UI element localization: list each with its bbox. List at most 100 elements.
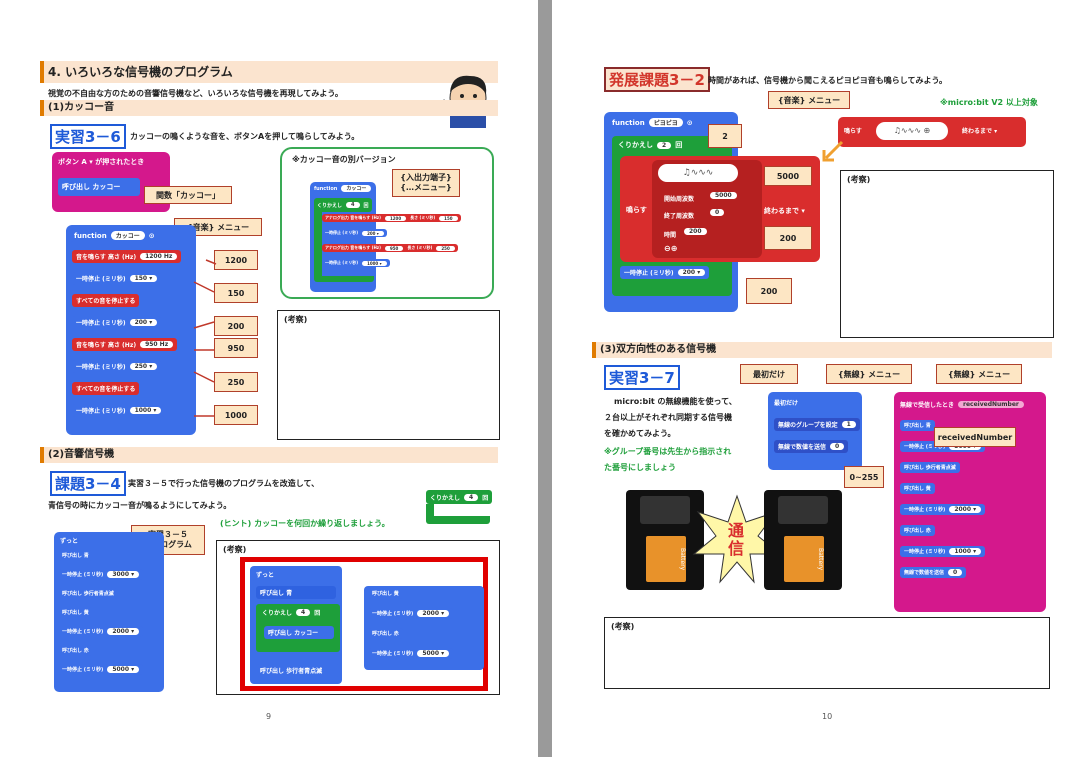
function-row: 一時停止 (ミリ秒)200 ▾ [72,316,162,329]
alt-row-value2[interactable]: 250 [436,245,455,251]
program-row: 一時停止 (ミリ秒)2000 ▾ [58,626,144,637]
function-row-label: 一時停止 (ミリ秒) [76,364,126,371]
until-end-dropdown[interactable]: 終わるまで ▾ [764,207,805,215]
program-row-value[interactable]: 2000 ▾ [107,628,140,635]
function-row-label: すべての音を停止する [76,386,136,393]
program-row-value[interactable]: 5000 ▾ [107,666,140,673]
function-row-value[interactable]: 1200 Hz [140,253,178,260]
receive-row: 一時停止 (ミリ秒)2000 ▾ [900,504,986,515]
alt-function-keyword: function [314,185,338,192]
forever-label: ずっと [56,534,83,547]
function-row: すべての音を停止する [72,294,140,307]
time-value[interactable]: 200 [684,228,707,235]
end-freq-value[interactable]: 0 [710,209,725,216]
answer-right-row-value[interactable]: 2000 ▾ [417,610,450,617]
function-row-value[interactable]: 250 ▾ [129,363,158,370]
function-row: すべての音を停止する [72,382,140,395]
receive-row-label: 呼び出し 歩行者青点滅 [904,465,956,471]
group-value[interactable]: 1 [841,421,856,428]
callout-radio-1: {無線} メニュー [826,364,912,384]
receive-row-label: 一時停止 (ミリ秒) [904,507,946,513]
send-value[interactable]: 0 [830,443,845,450]
function-row-label: 音を鳴らす 高さ (Hz) [76,254,137,261]
receive-row-value[interactable]: 1000 ▾ [949,548,982,555]
until-end-small[interactable]: 終わるまで ▾ [962,128,998,135]
hint-repeat-unit: 回 [482,494,489,502]
start-freq-value[interactable]: 5000 [710,192,737,199]
receive-row: 呼び出し 歩行者青点滅 [900,462,960,473]
receive-variable[interactable]: receivedNumber [958,401,1024,408]
receive-row-value[interactable]: 0 [948,569,963,576]
teacher-illustration [433,75,487,128]
function-value-note: 150 [214,283,258,303]
note-5000: 5000 [764,166,812,186]
intro-text: 視覚の不自由な方のための音響信号機など、いろいろな信号機を再現してみよう。 [48,89,343,98]
function-row-value[interactable]: 950 Hz [140,341,174,348]
alt-row-mid: 長さ (ミリ秒) [407,245,433,250]
answer-repeat-label: くりかえし [262,610,293,617]
kousatsu-box-3[interactable]: (考察) [840,170,1054,338]
alt-row-value[interactable]: 1200 [384,215,407,221]
alt-repeat-unit: 回 [363,202,369,209]
page-10: 発展課題3－2 時間があれば、信号機から聞こえるピヨピヨ音も鳴らしてみよう。 {… [552,0,1091,757]
function-row: 一時停止 (ミリ秒)150 ▾ [72,272,162,285]
program-row: 一時停止 (ミリ秒)3000 ▾ [58,569,144,580]
call-cuckoo-block: 呼び出し カッコー [58,178,140,196]
advanced-task-tag: 発展課題3－2 [604,67,710,92]
answer-call-blue: 呼び出し 青 [256,586,336,599]
receive-row-label: 無線で数値を送信 [904,570,945,576]
alt-row-label: 一時停止 (ミリ秒) [325,260,359,265]
answer-forever-label: ずっと [252,568,279,581]
kousatsu-box-4[interactable]: (考察) [604,617,1050,689]
alt-row-value[interactable]: 950 [384,245,404,251]
answer-right-row-label: 呼び出し 黄 [372,591,399,597]
note-200b: 200 [746,278,792,304]
alt-row-value2[interactable]: 150 [439,215,458,221]
kousatsu-label-4: (考察) [611,622,635,631]
piyo-repeat-count[interactable]: 2 [657,141,672,149]
play-label: 鳴らす [626,206,647,214]
kousatsu-label-1: (考察) [284,315,308,324]
alt-row-label: 一時停止 (ミリ秒) [325,230,359,235]
alt-repeat-count[interactable]: 4 [346,202,360,208]
callout-function: 関数「カッコー」 [144,186,232,204]
set-group-label: 無線のグループを設定 [778,422,838,429]
alt-row-value[interactable]: 1000 ▾ [362,260,387,266]
hint-repeat-foot [426,516,490,524]
hint-repeat-count[interactable]: 4 [464,493,479,501]
function-row-value[interactable]: 150 ▾ [129,275,158,282]
receive-row-value[interactable]: 2000 ▾ [949,506,982,513]
piyo-pause-value[interactable]: 200 ▾ [677,269,706,276]
alt-function-name: カッコー [341,185,372,192]
alt-row: 一時停止 (ミリ秒)1000 ▾ [322,259,390,267]
function-row-value[interactable]: 200 ▾ [129,319,158,326]
start-freq-label: 開始周波数 [664,196,695,203]
answer-right-row-value[interactable]: 5000 ▾ [417,650,450,657]
function-keyword: function [74,231,107,240]
function-row-value[interactable]: 1000 ▾ [129,407,162,414]
hint-text: (ヒント) カッコーを何回か繰り返しましょう。 [220,519,390,528]
function-row: 一時停止 (ミリ秒)1000 ▾ [72,404,166,417]
add-remove-icons[interactable]: ⊖⊕ [664,244,678,253]
program-row-label: 呼び出し 黄 [62,610,89,616]
answer-right-row: 一時停止 (ミリ秒)5000 ▾ [368,648,454,659]
waveform-icon[interactable]: ♫∿∿∿ [658,164,738,182]
send-number-label: 無線で数値を送信 [778,444,827,451]
kousatsu-box-1[interactable]: (考察) [277,310,500,440]
function-value-note: 200 [214,316,258,336]
program-row-value[interactable]: 3000 ▾ [107,571,140,578]
alt-row-value[interactable]: 200 ▾ [362,230,384,236]
answer-call-cuckoo: 呼び出し カッコー [264,626,334,639]
receive-row-label: 一時停止 (ミリ秒) [904,444,946,450]
receive-row: 呼び出し 青 [900,420,935,431]
answer-repeat-count[interactable]: 4 [296,609,311,616]
task-3-4-text2: 青信号の時にカッコー音が鳴るようにしてみよう。 [48,501,232,510]
v2-note: ※micro:bit V2 以上対象 [940,98,1038,107]
page-gutter [538,0,552,757]
waveform-icon-small[interactable]: ♫∿∿∿ ⊕ [876,122,948,140]
alt-row-mid: 長さ (ミリ秒) [410,215,436,220]
